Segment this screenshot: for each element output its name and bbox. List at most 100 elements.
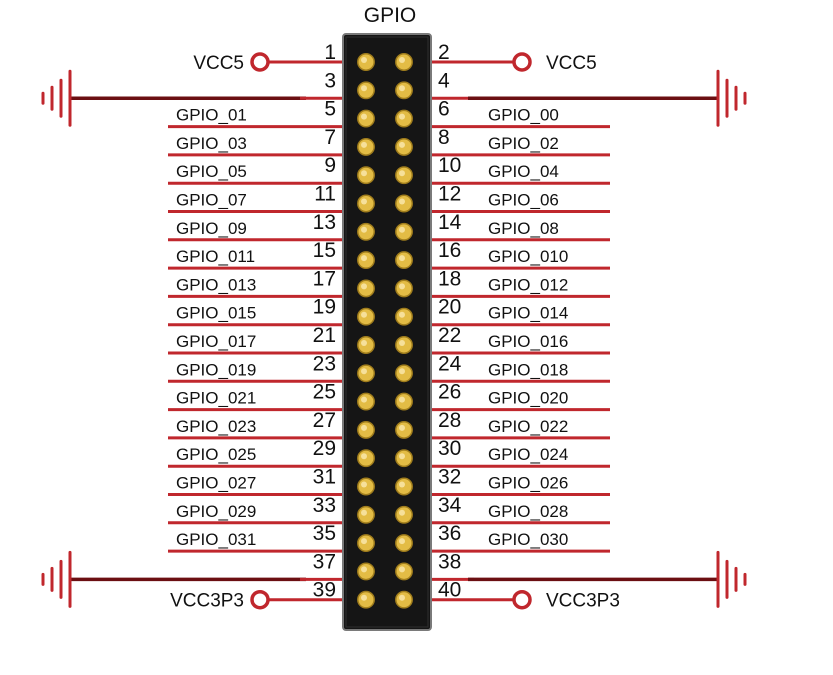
- label-vcc3p3: VCC3P3: [170, 591, 244, 612]
- label-gpio-014: GPIO_014: [488, 304, 568, 323]
- pin-number-14: 14: [438, 211, 462, 234]
- power-terminal-icon: [512, 52, 532, 72]
- pin-number-34: 34: [438, 494, 462, 517]
- power-terminal-icon: [512, 589, 532, 610]
- pin-highlight: [399, 453, 405, 460]
- pin-number-25: 25: [313, 381, 336, 404]
- pin-number-20: 20: [438, 296, 461, 319]
- label-gpio-011: GPIO_011: [176, 247, 255, 266]
- ground-icon: [41, 69, 72, 127]
- pin-highlight: [399, 255, 405, 262]
- pin-number-2: 2: [438, 41, 450, 64]
- label-gpio-06: GPIO_06: [488, 191, 559, 210]
- pin-highlight: [399, 141, 405, 148]
- pin-number-9: 9: [324, 154, 336, 177]
- pin-highlight: [399, 481, 405, 488]
- pin-highlight: [399, 340, 405, 346]
- pin-number-40: 40: [438, 579, 461, 602]
- pin-header-connector: [342, 33, 432, 631]
- pin-number-24: 24: [438, 352, 462, 375]
- pin-number-27: 27: [313, 409, 336, 432]
- label-gpio-013: GPIO_013: [176, 275, 256, 294]
- pin-number-12: 12: [438, 183, 461, 206]
- label-gpio-010: GPIO_010: [488, 247, 568, 266]
- pin-highlight: [361, 481, 367, 488]
- label-vcc5: VCC5: [193, 53, 244, 74]
- pin-number-35: 35: [313, 522, 336, 545]
- label-gpio-01: GPIO_01: [176, 106, 247, 125]
- pin-highlight: [361, 424, 367, 431]
- power-terminal-icon: [250, 52, 270, 72]
- pin-number-29: 29: [313, 437, 336, 460]
- label-gpio-08: GPIO_08: [488, 219, 559, 238]
- pin-highlight: [361, 566, 367, 573]
- label-gpio-05: GPIO_05: [176, 162, 247, 181]
- pin-highlight: [399, 113, 405, 120]
- pin-number-1: 1: [324, 41, 336, 64]
- pin-number-5: 5: [324, 98, 336, 121]
- label-gpio-029: GPIO_029: [176, 502, 256, 521]
- pin-highlight: [361, 226, 367, 233]
- pin-number-26: 26: [438, 381, 461, 404]
- pin-number-39: 39: [313, 579, 336, 602]
- pin-number-37: 37: [313, 550, 336, 573]
- label-gpio-021: GPIO_021: [176, 389, 256, 408]
- pin-highlight: [361, 57, 367, 63]
- pin-highlight: [361, 85, 367, 92]
- pin-highlight: [399, 85, 405, 92]
- label-gpio-024: GPIO_024: [488, 445, 568, 464]
- pin-highlight: [361, 113, 367, 120]
- label-gpio-027: GPIO_027: [176, 474, 256, 493]
- connector-body: [342, 33, 432, 631]
- pin-highlight: [361, 283, 367, 290]
- power-terminal-icon: [250, 589, 270, 610]
- pin-highlight: [399, 57, 405, 63]
- label-gpio-020: GPIO_020: [488, 389, 568, 408]
- pin-highlight: [361, 396, 367, 403]
- pin-number-8: 8: [438, 126, 450, 149]
- pin-highlight: [361, 368, 367, 375]
- pin-highlight: [361, 255, 367, 262]
- pin-number-3: 3: [324, 69, 336, 92]
- connector-inner-edge: [345, 36, 429, 628]
- label-vcc5: VCC5: [546, 53, 597, 74]
- pin-number-21: 21: [313, 324, 336, 347]
- pin-highlight: [399, 396, 405, 403]
- pin-highlight: [361, 594, 367, 601]
- label-gpio-025: GPIO_025: [176, 445, 256, 464]
- pin-number-18: 18: [438, 267, 461, 290]
- pin-highlight: [361, 538, 367, 545]
- pin-number-17: 17: [313, 267, 336, 290]
- pin-highlight: [361, 453, 367, 460]
- pin-highlight: [399, 368, 405, 375]
- label-gpio-031: GPIO_031: [176, 530, 256, 549]
- label-gpio-030: GPIO_030: [488, 530, 568, 549]
- pin-highlight: [361, 509, 367, 516]
- pin-highlight: [361, 340, 367, 346]
- ground-icon: [716, 69, 747, 127]
- pin-number-15: 15: [313, 239, 336, 262]
- label-gpio-015: GPIO_015: [176, 304, 256, 323]
- wire-layer: [41, 52, 747, 610]
- label-gpio-09: GPIO_09: [176, 219, 247, 238]
- pin-highlight: [399, 594, 405, 601]
- label-gpio-026: GPIO_026: [488, 474, 568, 493]
- pin-number-19: 19: [313, 296, 336, 319]
- label-gpio-023: GPIO_023: [176, 417, 256, 436]
- label-gpio-00: GPIO_00: [488, 106, 559, 125]
- label-gpio-02: GPIO_02: [488, 134, 559, 153]
- pin-number-38: 38: [438, 550, 461, 573]
- pin-number-10: 10: [438, 154, 461, 177]
- pin-highlight: [399, 311, 405, 318]
- label-gpio-022: GPIO_022: [488, 417, 568, 436]
- pin-number-36: 36: [438, 522, 461, 545]
- pin-highlight: [399, 283, 405, 290]
- pin-highlight: [399, 226, 405, 233]
- pin-highlight: [399, 538, 405, 545]
- pin-number-7: 7: [324, 126, 336, 149]
- label-gpio-07: GPIO_07: [176, 191, 247, 210]
- pin-highlight: [361, 170, 367, 177]
- label-gpio-012: GPIO_012: [488, 275, 568, 294]
